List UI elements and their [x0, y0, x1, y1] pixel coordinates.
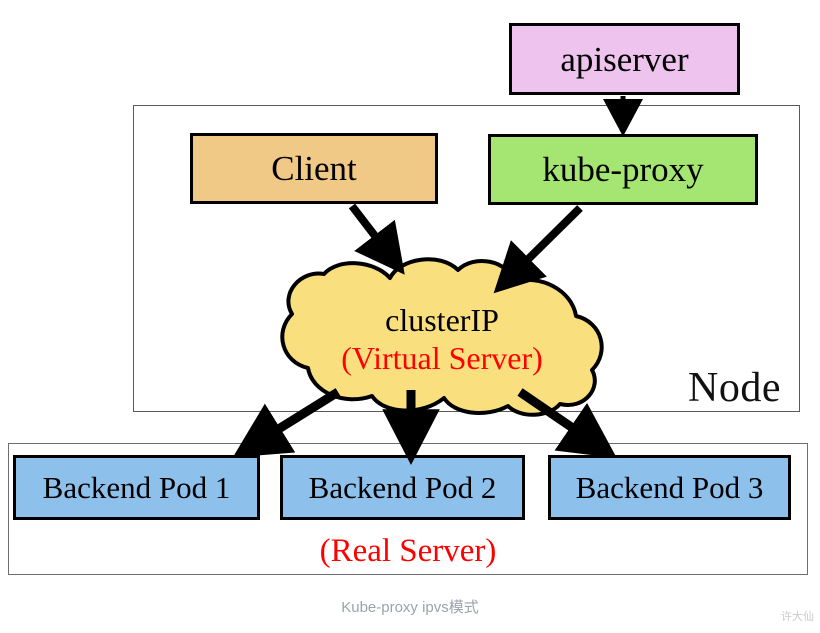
backend-pod-3[interactable]: Backend Pod 3	[548, 455, 791, 520]
kube-proxy-label: kube-proxy	[542, 150, 704, 189]
apiserver-node[interactable]: apiserver	[509, 23, 740, 95]
client-node[interactable]: Client	[190, 133, 438, 204]
kube-proxy-node[interactable]: kube-proxy	[488, 134, 758, 205]
figure-caption: Kube-proxy ipvs模式	[341, 599, 479, 616]
backend-pod-2-label: Backend Pod 2	[308, 470, 497, 505]
node-label: Node	[688, 365, 781, 411]
apiserver-label: apiserver	[560, 39, 689, 79]
cloud-shape-icon	[280, 257, 604, 417]
backend-pod-3-label: Backend Pod 3	[575, 470, 764, 505]
client-label: Client	[271, 149, 357, 188]
backend-pod-1-label: Backend Pod 1	[42, 470, 231, 505]
backend-pod-2[interactable]: Backend Pod 2	[280, 455, 525, 520]
real-server-label: (Real Server)	[319, 533, 497, 569]
cluster-ip-cloud[interactable]: clusterIP (Virtual Server)	[272, 256, 612, 418]
watermark: 许大仙	[781, 611, 814, 623]
backend-pod-1[interactable]: Backend Pod 1	[13, 455, 260, 520]
